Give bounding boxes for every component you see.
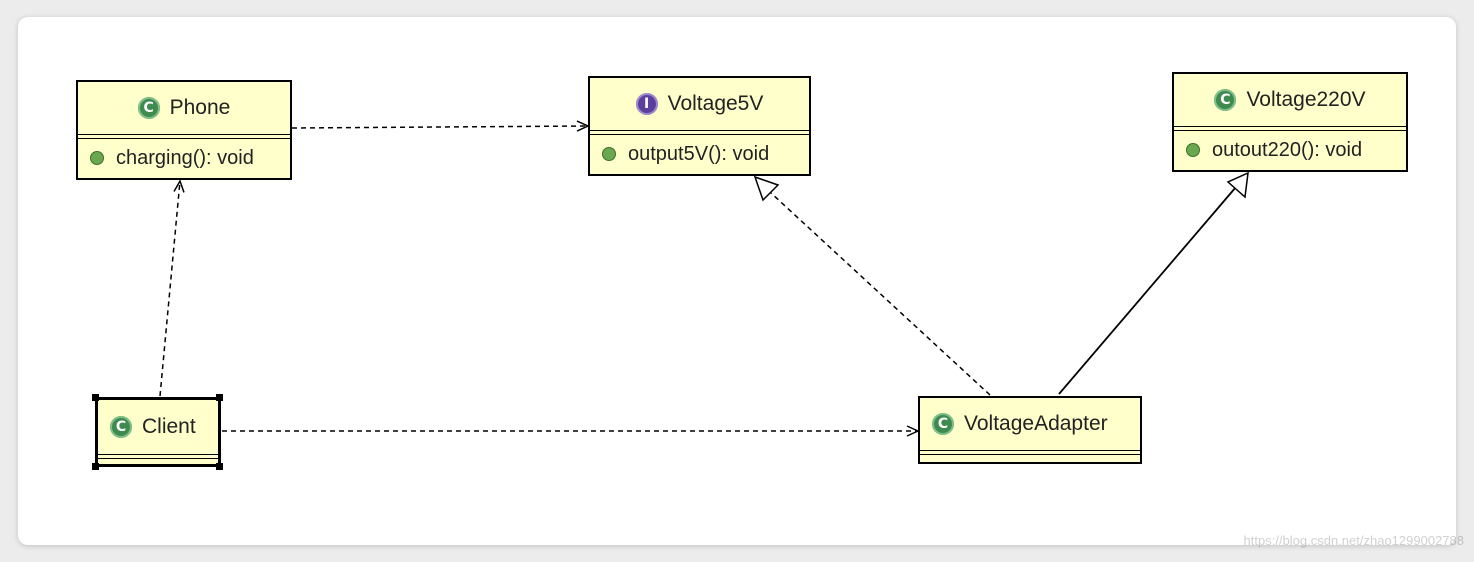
- class-name: VoltageAdapter: [964, 412, 1108, 435]
- selection-handle[interactable]: [92, 463, 99, 470]
- method-signature: charging(): void: [116, 146, 254, 169]
- realization-arrowhead: [753, 175, 780, 202]
- class-icon: C: [137, 97, 160, 119]
- interface-icon: I: [635, 93, 658, 115]
- class-icon: C: [110, 416, 132, 438]
- edge-client-phone: [159, 179, 185, 397]
- class-phone[interactable]: C Phone charging(): void: [76, 80, 292, 180]
- class-name: Voltage220V: [1246, 88, 1366, 111]
- edge-phone-voltage5v: [291, 120, 590, 132]
- class-voltageadapter[interactable]: C VoltageAdapter: [918, 396, 1142, 464]
- selection-handle[interactable]: [216, 394, 223, 401]
- class-name: Phone: [169, 96, 231, 119]
- public-method-icon: [90, 151, 104, 165]
- selection-handle[interactable]: [216, 463, 223, 470]
- class-voltage220v[interactable]: C Voltage220V outout220(): void: [1172, 72, 1408, 172]
- edge-adapter-voltage220v: [1058, 186, 1237, 395]
- class-name: Client: [142, 415, 196, 438]
- edge-adapter-voltage5v: [770, 192, 991, 396]
- watermark: https://blog.csdn.net/zhao1299002788: [1243, 533, 1464, 548]
- public-method-icon: [1186, 143, 1200, 157]
- class-client[interactable]: C Client: [95, 397, 221, 467]
- interface-voltage5v[interactable]: I Voltage5V output5V(): void: [588, 76, 811, 176]
- method-signature: output5V(): void: [628, 142, 770, 165]
- selection-handle[interactable]: [92, 394, 99, 401]
- generalization-arrowhead: [1226, 171, 1249, 199]
- method-signature: outout220(): void: [1212, 138, 1363, 161]
- class-name: Voltage5V: [667, 92, 764, 115]
- public-method-icon: [602, 147, 616, 161]
- class-icon: C: [932, 413, 954, 435]
- class-icon: C: [1214, 89, 1237, 111]
